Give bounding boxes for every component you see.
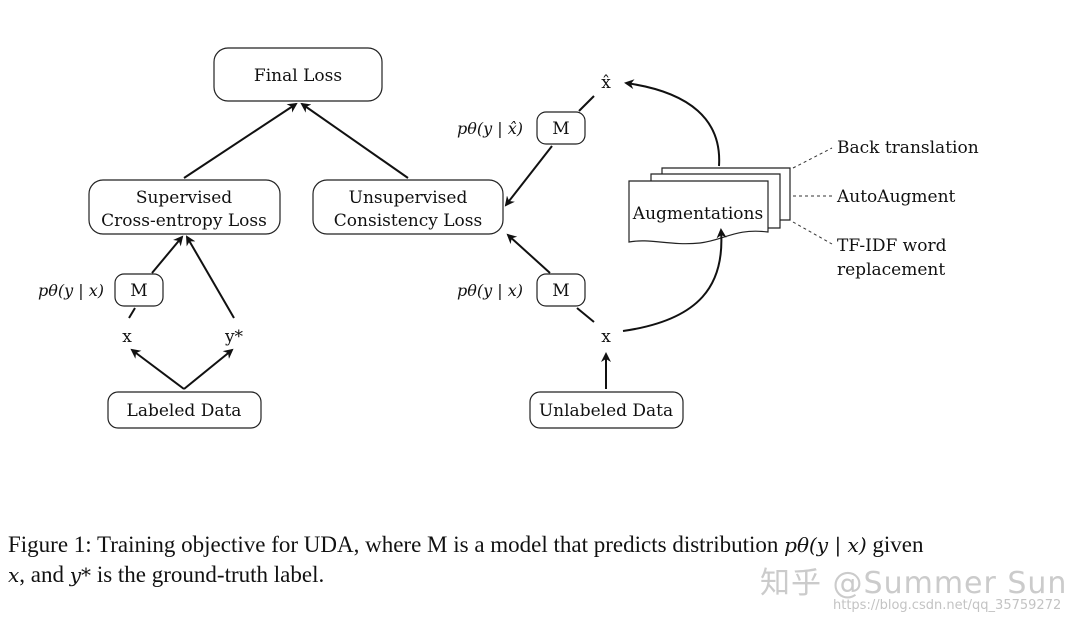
- x-symbol-left: x: [122, 327, 132, 347]
- x-hat-symbol: x̂: [601, 73, 611, 93]
- model-node-left: M: [114, 273, 164, 307]
- labeled-data-node: Labeled Data: [107, 391, 262, 429]
- caption-middle2: , and: [19, 562, 70, 587]
- edge-xhat-to-model-top: [578, 95, 595, 112]
- edge-model-to-unsupervised-bottom: [506, 233, 551, 274]
- supervised-loss-node: Supervised Cross-entropy Loss: [88, 179, 281, 235]
- watermark-url: https://blog.csdn.net/qq_35759272: [833, 598, 1062, 613]
- final-loss-node: Final Loss: [213, 47, 383, 102]
- edge-unsupervised-to-final: [300, 102, 409, 179]
- edge-ystar-to-supervised: [185, 235, 235, 319]
- caption-prefix: Figure 1: Training objective for UDA, wh…: [8, 532, 785, 557]
- caption-ystar: y*: [69, 563, 92, 587]
- caption-formula: pθ(y | x): [784, 533, 867, 557]
- model-node-right-bottom: M: [536, 273, 586, 307]
- edge-x-to-model-left: [128, 307, 136, 319]
- unlabeled-data-node: Unlabeled Data: [529, 391, 684, 429]
- x-symbol-right: x: [601, 327, 611, 347]
- y-star-symbol: y*: [224, 327, 244, 347]
- p-y-given-xhat: pθ(y | x̂): [457, 119, 523, 138]
- labeled-data-label: Labeled Data: [127, 401, 242, 421]
- unsupervised-label-line1: Unsupervised: [349, 188, 468, 208]
- edge-model-to-unsupervised-top: [504, 145, 553, 207]
- unsupervised-loss-node: Unsupervised Consistency Loss: [312, 179, 504, 235]
- figure-caption: Figure 1: Training objective for UDA, wh…: [8, 530, 1083, 590]
- caption-middle: given: [866, 532, 924, 557]
- model-label-right-top: M: [552, 119, 569, 139]
- supervised-label-line1: Supervised: [136, 188, 232, 208]
- edge-model-to-supervised: [151, 235, 184, 274]
- aug-method-autoaugment: AutoAugment: [836, 187, 956, 207]
- dash-connector-3: [792, 221, 833, 245]
- p-y-given-x-left: pθ(y | x): [38, 281, 104, 300]
- edge-labeled-to-x: [130, 348, 185, 390]
- caption-suffix: is the ground-truth label.: [91, 562, 325, 587]
- p-y-given-x-right: pθ(y | x): [457, 281, 523, 300]
- dash-connector-1: [792, 147, 833, 169]
- aug-method-tfidf-line1: TF-IDF word: [837, 236, 947, 256]
- model-node-right-top: M: [536, 111, 586, 145]
- supervised-label-line2: Cross-entropy Loss: [101, 211, 267, 231]
- edge-labeled-to-ystar: [183, 348, 234, 390]
- aug-method-back-translation: Back translation: [837, 138, 979, 158]
- model-label-right-bottom: M: [552, 281, 569, 301]
- final-loss-label: Final Loss: [254, 66, 342, 86]
- edge-augmentations-to-xhat: [624, 79, 721, 167]
- watermark-zhihu: 知乎 @Summer Sun: [760, 566, 1068, 601]
- edge-supervised-to-final: [183, 102, 298, 179]
- augmentations-stack: Augmentations: [628, 167, 791, 245]
- unsupervised-label-line2: Consistency Loss: [334, 211, 482, 231]
- caption-x: x: [8, 563, 20, 587]
- model-label-left: M: [130, 281, 147, 301]
- augmentations-label: Augmentations: [632, 204, 763, 224]
- aug-method-tfidf-line2: replacement: [837, 260, 945, 280]
- edge-x-to-model-right: [576, 307, 595, 323]
- edge-x-to-augmentations: [622, 228, 727, 332]
- unlabeled-data-label: Unlabeled Data: [539, 401, 673, 421]
